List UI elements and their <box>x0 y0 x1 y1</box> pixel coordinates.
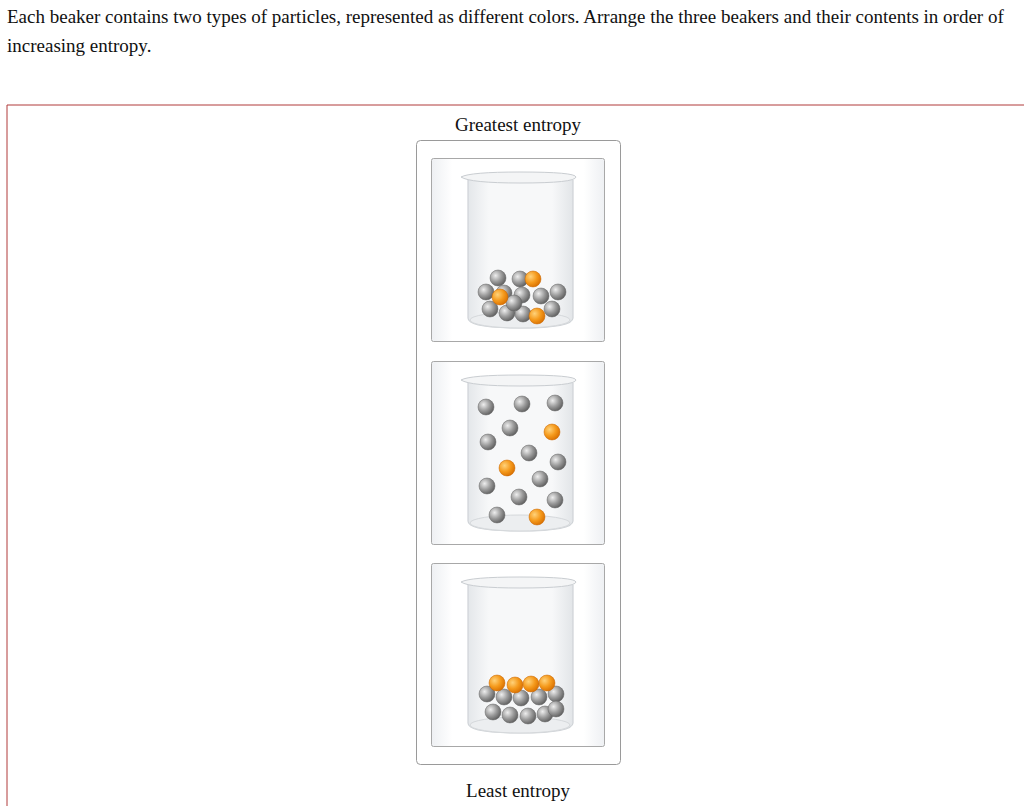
orange-particle <box>544 424 560 440</box>
gray-particle <box>548 701 564 717</box>
gray-particle <box>544 301 560 317</box>
gray-particle <box>502 420 518 436</box>
card-frame <box>432 362 605 545</box>
beaker <box>468 383 573 531</box>
gray-particle <box>478 284 494 300</box>
gray-particle <box>502 707 518 723</box>
orange-particle <box>529 509 545 525</box>
gray-particle <box>490 270 506 286</box>
beaker-rim <box>461 375 576 386</box>
gray-particle <box>532 471 548 487</box>
gray-particle <box>480 434 496 450</box>
card-frame <box>432 159 605 342</box>
panel-border <box>7 105 1024 806</box>
gray-particle <box>547 492 563 508</box>
beaker-card <box>432 159 605 342</box>
gray-particle <box>514 396 530 412</box>
beaker-base <box>470 717 570 733</box>
gray-particle <box>533 288 549 304</box>
gray-particle <box>547 395 563 411</box>
gray-particle <box>506 295 522 311</box>
card-frame <box>432 564 605 747</box>
beaker-rim <box>461 172 576 183</box>
ranking-box <box>417 141 621 765</box>
orange-particle <box>529 308 545 324</box>
beaker <box>468 180 573 328</box>
orange-particle <box>507 677 523 693</box>
rank-label: Least entropy <box>368 776 668 805</box>
beaker-card <box>432 362 605 545</box>
beaker-card <box>432 564 605 747</box>
orange-particle <box>489 675 505 691</box>
orange-particle <box>499 460 515 476</box>
orange-particle <box>539 675 555 691</box>
orange-particle <box>492 289 508 305</box>
rank-label: Greatest entropy <box>368 110 668 139</box>
gray-particle <box>489 507 505 523</box>
gray-particle <box>550 454 566 470</box>
gray-particle <box>485 704 501 720</box>
beaker-base <box>470 515 570 531</box>
gray-particle <box>520 708 536 724</box>
gray-particle <box>521 445 537 461</box>
gray-particle <box>511 489 527 505</box>
gray-particle <box>478 399 494 415</box>
question-text: Each beaker contains two types of partic… <box>7 2 1012 60</box>
gray-particle <box>496 689 512 705</box>
gray-particle <box>550 284 566 300</box>
beaker <box>468 585 573 733</box>
orange-particle <box>523 676 539 692</box>
gray-particle <box>479 478 495 494</box>
beaker-rim <box>461 577 576 588</box>
orange-particle <box>525 271 541 287</box>
